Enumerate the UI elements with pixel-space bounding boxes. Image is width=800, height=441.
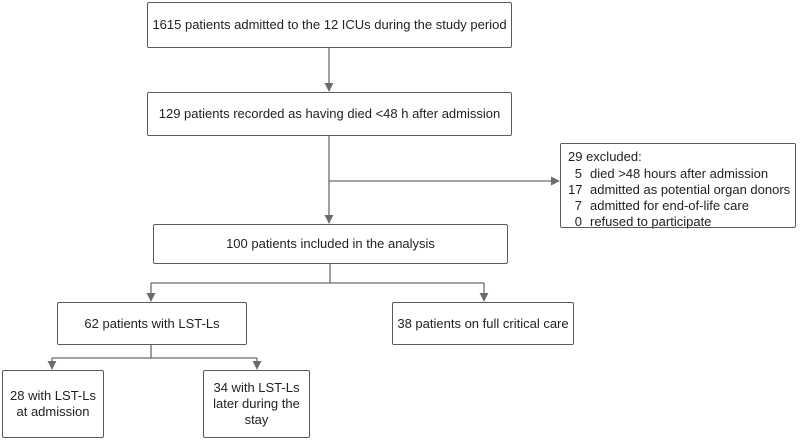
box-lst: 62 patients with LST-Ls xyxy=(57,302,247,345)
excluded-count: 5 xyxy=(574,166,582,181)
full-care-text: 38 patients on full critical care xyxy=(397,315,569,331)
box-full-care: 38 patients on full critical care xyxy=(392,302,574,345)
excluded-item: 7 admitted for end-of-life care xyxy=(568,198,795,214)
lst-later-line: 34 with LST-Ls xyxy=(213,380,300,395)
lst-admission-line: 28 with LST-Ls xyxy=(10,388,96,403)
lst-later-line: later during the xyxy=(213,396,300,411)
lst-later-text: 34 with LST-Ls later during the stay xyxy=(213,380,300,428)
included-text: 100 patients included in the analysis xyxy=(226,236,435,251)
died-48h-text: 129 patients recorded as having died <48… xyxy=(158,106,501,121)
excluded-item: 17 admitted as potential organ donors xyxy=(568,182,795,198)
excluded-item: 5 died >48 hours after admission xyxy=(568,166,795,182)
excluded-count: 0 xyxy=(574,214,582,229)
lst-admission-line: at admission xyxy=(16,404,90,419)
box-admitted: 1615 patients admitted to the 12 ICUs du… xyxy=(147,2,512,48)
admitted-text: 1615 patients admitted to the 12 ICUs du… xyxy=(152,17,507,32)
excluded-reason: refused to participate xyxy=(590,214,712,229)
excluded-count: 17 xyxy=(568,182,583,197)
lst-admission-text: 28 with LST-Ls at admission xyxy=(10,388,96,420)
excluded-item: 0 refused to participate xyxy=(568,214,795,230)
excluded-title: 29 excluded: xyxy=(568,149,642,164)
excluded-count: 7 xyxy=(574,198,582,213)
excluded-reason: admitted as potential organ donors xyxy=(590,182,791,197)
lst-text: 62 patients with LST-Ls xyxy=(84,315,220,331)
box-included: 100 patients included in the analysis xyxy=(153,224,508,264)
box-excluded: 29 excluded: 5 died >48 hours after admi… xyxy=(560,143,796,230)
box-lst-admission: 28 with LST-Ls at admission xyxy=(2,370,104,438)
excluded-reason: died >48 hours after admission xyxy=(590,166,769,181)
box-lst-later: 34 with LST-Ls later during the stay xyxy=(203,370,310,438)
lst-later-line: stay xyxy=(244,412,269,427)
box-died-48h: 129 patients recorded as having died <48… xyxy=(147,92,512,136)
excluded-reason: admitted for end-of-life care xyxy=(590,198,749,213)
